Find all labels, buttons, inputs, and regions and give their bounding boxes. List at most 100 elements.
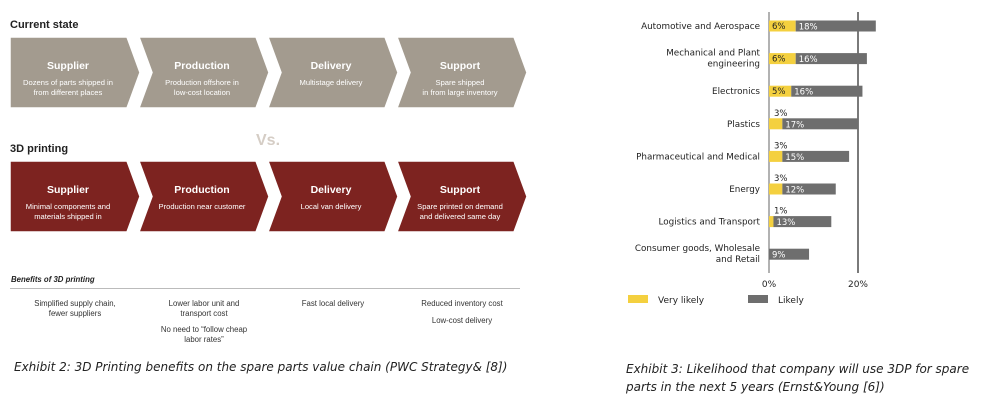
step-description-line: Spare shipped [435,78,485,87]
data-label-very-likely: 5% [772,87,786,97]
step-description-line: low-cost location [173,88,231,97]
bar-likely [791,85,863,97]
bar-very-likely [769,216,774,228]
bar-very-likely [769,118,783,130]
category-label: Energy [729,185,760,195]
chevron-shape [268,161,398,232]
data-label-likely: 15% [785,153,804,163]
benefit-line: Lower labor unit and [168,299,240,308]
data-label-very-likely: 3% [774,109,788,119]
bar-likely [782,183,836,195]
data-label-likely: 18% [799,23,818,33]
step-title: Delivery [310,60,352,72]
data-label-likely: 9% [772,251,786,261]
benefit-line: labor rates” [184,334,224,344]
current-state-title: Current state [10,19,79,31]
step-title: Production [174,184,230,196]
category-label: Plastics [727,120,760,130]
bar-likely [782,118,858,130]
legend-label: Likely [778,296,804,306]
step-title: Support [439,184,481,196]
data-label-likely: 17% [785,120,804,130]
step-description: Production near customer [153,202,251,212]
legend-swatch [748,295,768,303]
legend-label: Very likely [658,296,705,306]
benefit-line: No need to “follow cheap [160,325,248,334]
step-description-line: Local van delivery [300,202,362,211]
step-description: Local van delivery [282,202,380,212]
step-description-line: in from large inventory [422,88,498,97]
benefit-text: Simplified supply chain,fewer suppliers [14,299,136,318]
data-label-very-likely: 6% [772,22,786,32]
data-label-likely: 12% [785,186,804,196]
step-title: Supplier [46,60,89,72]
exhibit-2-caption: Exhibit 2: 3D Printing benefits on the s… [14,360,508,374]
data-label-likely: 16% [794,88,813,98]
benefit-line: transport cost [180,308,228,318]
data-label-very-likely: 6% [772,55,786,65]
benefit-line: Reduced inventory cost [421,299,503,308]
step-description-line: Minimal components and [25,202,111,211]
legend-swatch [628,295,648,303]
bar-very-likely [769,150,783,162]
step-description-line: Production near customer [158,202,246,211]
exhibit-3-caption-line-2: parts in the next 5 years (Ernst&Young [… [626,380,885,394]
bar-very-likely [769,53,796,65]
benefit-line: Fast local delivery [301,299,365,308]
data-label-likely: 16% [799,55,818,65]
benefits-divider [10,288,520,289]
benefit-line: Simplified supply chain, [34,299,116,308]
category-label: Logistics and Transport [659,218,761,228]
benefit-column: Fast local delivery [272,299,394,316]
benefit-column: Simplified supply chain,fewer suppliers [14,299,136,325]
bar-very-likely [769,183,783,195]
benefit-text: Low-cost delivery [401,316,523,326]
3d-printing-title: 3D printing [10,143,69,155]
category-label: Electronics [712,87,760,97]
step-title: Supplier [46,184,89,196]
data-label-very-likely: 1% [774,207,788,217]
step-description-line: from different places [33,88,103,97]
step-description: Multistage delivery [282,78,380,88]
step-description-line: Multistage delivery [299,78,363,87]
vs-label: Vs. [256,132,281,149]
x-tick-label: 20% [848,280,868,290]
category-label: Pharmaceutical and Medical [636,152,760,162]
bar-likely [769,248,810,260]
step-description-line: Production offshore in [165,78,239,87]
bar-likely [795,53,867,65]
bar-likely [773,216,832,228]
bar-very-likely [769,85,792,97]
chevron-shape [268,37,398,108]
benefits-title: Benefits of 3D printing [11,275,95,284]
category-label: Automotive and Aerospace [641,22,760,32]
chevron-shape [10,161,140,232]
benefit-line: fewer suppliers [48,308,102,318]
benefit-line: Low-cost delivery [431,315,493,325]
exhibit-3-caption: Exhibit 3: Likelihood that company will … [626,360,969,396]
x-tick-label: 0% [762,280,777,290]
chevron-shape [397,37,527,108]
likelihood-chart: Automotive and Aerospace 6% 18% Mechanical … [628,12,876,306]
step-title: Delivery [310,184,352,196]
chevron-shape [139,37,269,108]
data-label-very-likely: 3% [774,141,788,151]
data-label-very-likely: 3% [774,174,788,184]
